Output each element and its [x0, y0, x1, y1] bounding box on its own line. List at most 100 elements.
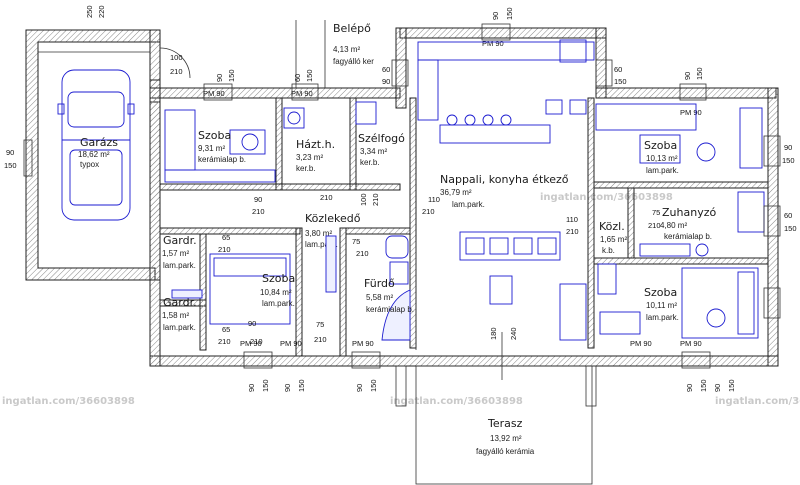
dim-f75a: 75: [352, 237, 360, 246]
terasz-outline: [395, 240, 597, 485]
pm90-e: PM 90: [630, 339, 652, 348]
dim-t150b: 150: [305, 69, 314, 82]
haztartasi-label: Házt.h.: [296, 138, 335, 151]
dim-n110: 110: [566, 215, 578, 224]
szoba3-area: 10,84 m²: [260, 288, 292, 297]
window-szoba1: [203, 83, 233, 101]
garage-area: 18,62 m²: [78, 150, 110, 159]
dim-s60: 60: [382, 65, 390, 74]
dim-s210b: 210: [320, 193, 333, 202]
dim-top90: 90: [491, 12, 500, 20]
dim-f75b: 75: [316, 320, 324, 329]
szoba4-floor: lam.park.: [646, 313, 679, 322]
dim-g150: 150: [4, 161, 17, 170]
furdo-floor: kerámialap b.: [366, 305, 414, 314]
furdo-fixtures: [381, 235, 411, 341]
terasz-area: 13,92 m²: [490, 434, 522, 443]
dim-b90b: 90: [283, 384, 292, 392]
window-kitchen-top: [481, 23, 511, 41]
dim-z210: 210: [648, 221, 661, 230]
nappali-area: 36,79 m²: [440, 188, 472, 197]
dim-b90d: 90: [685, 384, 694, 392]
window-szoba4: [681, 351, 711, 369]
dim-b90e: 90: [713, 384, 722, 392]
watermark-2: ingatlan.com/36603898: [390, 396, 523, 407]
gardr1-floor: lam.park.: [163, 261, 196, 270]
washer-icon: [283, 107, 305, 129]
garage-window: [23, 139, 33, 177]
dim-t90a: 90: [215, 74, 224, 82]
szoba2-area: 10,13 m²: [646, 154, 678, 163]
garage-door-swing: [159, 47, 191, 79]
kitchen-furniture: [417, 39, 595, 341]
kozlekedo-area: 3,80 m²: [305, 229, 332, 238]
dim-r60b: 60: [784, 211, 792, 220]
dim-f210a: 210: [356, 249, 369, 258]
window-kitchen-right: [595, 59, 613, 87]
szoba4-label: Szoba: [644, 286, 677, 299]
window-szoba2: [679, 83, 707, 101]
szoba2-label: Szoba: [644, 139, 677, 152]
szoba2-floor: lam.park.: [646, 166, 679, 175]
washer-drum-icon: [287, 111, 301, 125]
car-icon: [57, 69, 135, 221]
szoba1-furniture: [164, 109, 276, 183]
gardr2-rail: [171, 289, 203, 299]
gardr2-area: 1,58 m²: [162, 311, 189, 320]
window-szoba2-side: [763, 135, 781, 167]
window-szoba3: [243, 351, 273, 369]
dim-b150d: 150: [699, 379, 708, 392]
gardr1-label: Gardr.: [163, 234, 197, 247]
kozlekedo-floor: lam.park.: [305, 240, 338, 249]
dim-t60a: 60: [293, 74, 302, 82]
dim-100: 100: [170, 53, 183, 62]
dim-r150b: 150: [695, 67, 704, 80]
house-outer-walls: [149, 27, 779, 367]
watermark-1: ingatlan.com/36603898: [2, 396, 135, 407]
dim-gd65b: 65: [222, 325, 230, 334]
szelfogo-label: Szélfogó: [358, 132, 405, 145]
dim-210: 210: [170, 67, 183, 76]
window-szoba4-side: [763, 287, 781, 319]
dim-r150d: 150: [784, 224, 797, 233]
pm90-c: PM 90: [482, 39, 504, 48]
kozl-area: 1,65 m²: [600, 235, 627, 244]
dim-k100: 100: [359, 193, 368, 206]
haztartasi-area: 3,23 m²: [296, 153, 323, 162]
pm90-f: PM 90: [240, 339, 262, 348]
szoba4-area: 10,11 m²: [646, 301, 677, 310]
dim-k90: 90: [254, 195, 262, 204]
terasz-floor: fagyálló kerámia: [476, 447, 535, 456]
dim-gd65a: 65: [222, 233, 230, 242]
dim-r60: 60: [614, 65, 622, 74]
szoba2-furniture: [595, 103, 763, 169]
window-haztartasi: [291, 83, 319, 101]
dim-s90: 90: [248, 319, 256, 328]
dim-b150c: 150: [369, 379, 378, 392]
dim-s210: 210: [250, 337, 263, 346]
garage-floor: typox: [80, 160, 99, 169]
szoba1-floor: kerámialap b.: [198, 155, 246, 164]
furdo-label: Fürdő: [364, 277, 395, 290]
furdo-area: 5,58 m²: [366, 293, 393, 302]
terasz-label: Terasz: [487, 417, 523, 430]
dim-ter240: 240: [509, 327, 518, 340]
zuhanyzo-label: Zuhanyzó: [662, 206, 716, 219]
belepo-area: 4,13 m²: [333, 45, 360, 54]
garage-label: Garázs: [80, 136, 118, 149]
pm90-d: PM 90: [680, 108, 702, 117]
kozl-label: Közl.: [599, 220, 625, 233]
zuhanyzo-area: 4,80 m²: [660, 221, 687, 230]
dim-r90c: 90: [683, 72, 692, 80]
szoba1-label: Szoba: [198, 129, 231, 142]
dim-top150: 150: [505, 7, 514, 20]
dim-n210: 210: [566, 227, 579, 236]
dim-b90a: 90: [247, 384, 256, 392]
gardr2-floor: lam.park.: [163, 323, 196, 332]
window-furdo: [351, 351, 381, 369]
szoba4-furniture: [597, 263, 759, 339]
dim-r150a: 150: [614, 77, 627, 86]
kozl-floor: k.b.: [602, 246, 615, 255]
zuhanyzo-floor: kerámialap b.: [664, 232, 712, 241]
